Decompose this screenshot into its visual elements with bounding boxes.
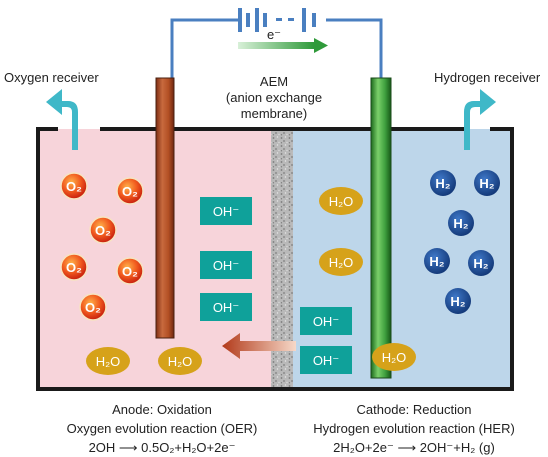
oh-label: OH⁻ — [213, 300, 239, 315]
tank-outline — [36, 127, 514, 391]
oxygen-outlet-arrow — [46, 89, 78, 150]
circuit-wire — [170, 18, 383, 80]
h2-bubble: H₂ — [430, 170, 456, 196]
cathode-caption: Cathode: Reduction Hydrogen evolution re… — [298, 400, 530, 457]
h2o-molecule: H₂O — [86, 347, 130, 375]
anode-title: Anode: Oxidation — [112, 402, 212, 417]
o2-label: O₂ — [85, 300, 101, 315]
h2o-molecules: H₂O H₂O H₂O H₂O H₂O — [86, 187, 416, 375]
h2o-molecule: H₂O — [319, 248, 363, 276]
battery-icon — [238, 8, 316, 32]
h2-bubble: H₂ — [468, 250, 494, 276]
aem-label-line2: (anion exchange — [225, 90, 323, 105]
o2-bubble: O₂ — [79, 293, 107, 321]
oh-ion: OH⁻ — [200, 251, 252, 279]
oh-label: OH⁻ — [313, 353, 339, 368]
cathode-title: Cathode: Reduction — [356, 402, 472, 417]
o2-bubble: O₂ — [60, 172, 88, 200]
o2-label: O₂ — [95, 223, 111, 238]
anion-exchange-membrane — [271, 129, 293, 389]
h2-label: H₂ — [479, 176, 494, 191]
hydroxide-ions: OH⁻ OH⁻ OH⁻ OH⁻ OH⁻ — [200, 197, 352, 374]
oh-ion: OH⁻ — [300, 307, 352, 335]
hydrogen-receiver-label: Hydrogen receiver — [434, 70, 541, 85]
electron-label: e⁻ — [266, 27, 282, 42]
h2-label: H₂ — [453, 216, 468, 231]
oh-label: OH⁻ — [213, 204, 239, 219]
cathode-equation: 2H₂O+2e⁻ ⟶ 2OH⁻+H₂ (g) — [333, 440, 495, 455]
oxygen-receiver-label: Oxygen receiver — [4, 70, 99, 85]
aem-label: AEM (anion exchange membrane) — [214, 74, 334, 122]
o2-label: O₂ — [122, 184, 138, 199]
h2-label: H₂ — [429, 254, 444, 269]
electron-flow-arrow — [238, 38, 328, 53]
o2-bubble: O₂ — [89, 216, 117, 244]
h2-bubble: H₂ — [474, 170, 500, 196]
h2-bubble: H₂ — [448, 210, 474, 236]
o2-bubbles: O₂ O₂ O₂ O₂ O₂ O₂ — [60, 172, 144, 321]
h2o-label: H₂O — [96, 354, 121, 369]
h2o-label: H₂O — [329, 194, 354, 209]
o2-bubble: O₂ — [116, 257, 144, 285]
o2-bubble: O₂ — [116, 177, 144, 205]
cathode-reaction: Hydrogen evolution reaction (HER) — [313, 421, 515, 436]
h2o-molecule: H₂O — [158, 347, 202, 375]
oh-label: OH⁻ — [313, 314, 339, 329]
h2o-molecule: H₂O — [319, 187, 363, 215]
h2-label: H₂ — [473, 256, 488, 271]
oh-ion: OH⁻ — [200, 293, 252, 321]
h2o-label: H₂O — [382, 350, 407, 365]
h2o-molecule: H₂O — [372, 343, 416, 371]
h2-bubble: H₂ — [424, 248, 450, 274]
cathode-electrode — [370, 77, 392, 379]
oh-ion: OH⁻ — [200, 197, 252, 225]
anode-equation: 2OH ⟶ 0.5O₂+H₂O+2e⁻ — [88, 440, 236, 455]
oh-ion: OH⁻ — [300, 346, 352, 374]
h2-label: H₂ — [435, 176, 450, 191]
anode-caption: Anode: Oxidation Oxygen evolution reacti… — [42, 400, 282, 457]
o2-bubble: O₂ — [60, 253, 88, 281]
o2-label: O₂ — [122, 264, 138, 279]
aem-label-line3: membrane) — [240, 106, 308, 121]
h2o-label: H₂O — [329, 255, 354, 270]
aem-label-line1: AEM — [259, 74, 289, 89]
oh-label: OH⁻ — [213, 258, 239, 273]
o2-label: O₂ — [66, 260, 82, 275]
h2-bubbles: H₂ H₂ H₂ H₂ H₂ H₂ — [424, 170, 500, 314]
h2o-label: H₂O — [168, 354, 193, 369]
hydroxide-migration-arrow — [222, 333, 296, 359]
h2-label: H₂ — [450, 294, 465, 309]
anode-reaction: Oxygen evolution reaction (OER) — [66, 421, 258, 436]
anode-electrode — [155, 77, 175, 339]
h2-bubble: H₂ — [445, 288, 471, 314]
o2-label: O₂ — [66, 179, 82, 194]
hydrogen-outlet-arrow — [464, 89, 496, 150]
